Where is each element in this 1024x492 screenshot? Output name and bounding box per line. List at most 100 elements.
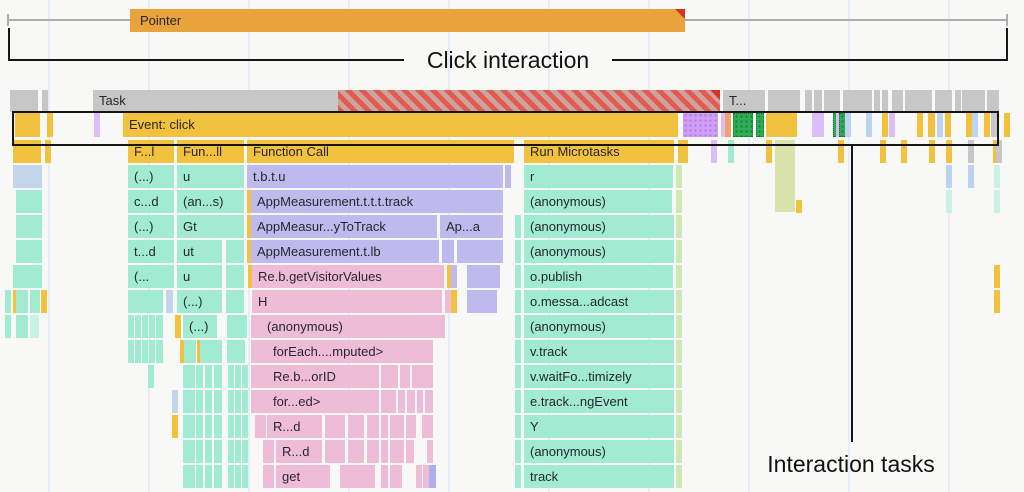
flame-bar[interactable]: [946, 190, 952, 213]
flame-bar[interactable]: [683, 113, 718, 137]
flame-bar-t-d[interactable]: t...d: [128, 240, 174, 263]
flame-bar[interactable]: [996, 140, 1002, 163]
flame-bar[interactable]: [196, 365, 203, 388]
flame-bar-for-ed[interactable]: for...ed>: [267, 390, 379, 413]
flame-bar-u[interactable]: u: [177, 165, 244, 188]
flame-bar-ap-a[interactable]: Ap...a: [440, 215, 503, 238]
flame-bar[interactable]: [676, 240, 682, 263]
flame-bar[interactable]: [251, 340, 257, 363]
flame-bar[interactable]: [917, 113, 923, 137]
flame-bar[interactable]: [196, 415, 203, 438]
flame-bar[interactable]: [348, 440, 364, 463]
flame-bar[interactable]: [766, 113, 797, 137]
flame-bar[interactable]: [721, 113, 727, 137]
flame-bar[interactable]: [676, 340, 682, 363]
flame-bar[interactable]: [425, 390, 433, 413]
flame-bar[interactable]: [406, 440, 414, 463]
flame-bar[interactable]: [205, 465, 212, 488]
flame-bar-re-b-orid[interactable]: Re.b...orID: [267, 365, 379, 388]
flame-bar[interactable]: [676, 390, 682, 413]
flame-bar-[interactable]: (...: [128, 265, 174, 288]
flame-bar-gt[interactable]: Gt: [177, 215, 244, 238]
flame-bar[interactable]: [255, 415, 261, 438]
flame-bar[interactable]: [381, 390, 396, 413]
flame-bar[interactable]: [676, 215, 682, 238]
flame-bar[interactable]: [172, 390, 178, 413]
flame-bar[interactable]: [505, 165, 511, 188]
flame-bar[interactable]: [189, 440, 195, 463]
flame-bar[interactable]: [381, 365, 398, 388]
flame-bar-[interactable]: (...): [177, 290, 222, 313]
flame-bar[interactable]: [325, 440, 345, 463]
flame-bar[interactable]: [228, 390, 234, 413]
flame-bar[interactable]: [733, 113, 753, 137]
flame-bar[interactable]: [183, 415, 189, 438]
flame-bar[interactable]: [515, 440, 521, 463]
flame-bar[interactable]: [42, 90, 48, 112]
flame-bar-task[interactable]: Task: [93, 90, 338, 112]
flame-bar[interactable]: [196, 465, 203, 488]
flame-bar[interactable]: [416, 465, 422, 488]
flame-bar[interactable]: [676, 165, 682, 188]
flame-bar[interactable]: [256, 315, 262, 338]
flame-bar[interactable]: [993, 90, 999, 112]
flame-bar[interactable]: [214, 465, 222, 488]
flame-bar[interactable]: [874, 90, 880, 112]
flame-bar-anonymous[interactable]: (anonymous): [524, 240, 674, 263]
flame-bar[interactable]: [256, 365, 262, 388]
flame-bar[interactable]: [889, 113, 895, 137]
flame-bar[interactable]: [880, 140, 886, 163]
flame-bar[interactable]: [16, 240, 42, 263]
flame-bar[interactable]: [400, 365, 410, 388]
flame-bar[interactable]: [676, 440, 682, 463]
flame-bar[interactable]: [676, 290, 682, 313]
flame-bar[interactable]: [261, 365, 267, 388]
flame-bar[interactable]: [1004, 113, 1010, 137]
flame-bar[interactable]: [935, 90, 952, 112]
flame-bar[interactable]: [448, 240, 454, 263]
flame-bar[interactable]: [390, 440, 404, 463]
flame-bar[interactable]: [905, 90, 932, 112]
flame-bar[interactable]: [968, 165, 974, 188]
flame-bar[interactable]: [768, 90, 800, 112]
flame-bar[interactable]: [390, 415, 404, 438]
flame-bar[interactable]: [214, 390, 222, 413]
flame-bar[interactable]: [248, 265, 254, 288]
flame-bar[interactable]: [946, 165, 952, 188]
flame-bar[interactable]: [242, 415, 248, 438]
flame-bar[interactable]: [429, 465, 436, 488]
flame-bar-h[interactable]: H: [252, 290, 442, 313]
flame-bar[interactable]: [987, 90, 993, 112]
flame-bar[interactable]: [381, 415, 388, 438]
flame-bar-e-track-ngevent[interactable]: e.track...ngEvent: [524, 390, 674, 413]
flame-bar[interactable]: [818, 113, 824, 137]
flame-bar[interactable]: [423, 465, 429, 488]
flame-bar[interactable]: [348, 415, 364, 438]
flame-bar[interactable]: [228, 440, 234, 463]
flame-bar[interactable]: [814, 90, 822, 112]
flame-bar[interactable]: [5, 315, 11, 338]
flame-bar[interactable]: [972, 113, 978, 137]
flame-bar[interactable]: [515, 415, 521, 438]
flame-bar[interactable]: [805, 90, 812, 112]
flame-bar[interactable]: [10, 90, 38, 112]
flame-bar[interactable]: [196, 440, 203, 463]
flame-bar[interactable]: [235, 365, 241, 388]
flame-bar[interactable]: [962, 90, 985, 112]
flame-bar[interactable]: [261, 340, 267, 363]
flame-bar[interactable]: [824, 90, 840, 112]
flame-bar-ut[interactable]: ut: [177, 240, 222, 263]
flame-bar-o-messa-adcast[interactable]: o.messa...adcast: [524, 290, 674, 313]
flame-bar-get[interactable]: get: [276, 465, 330, 488]
flame-bar[interactable]: [13, 265, 42, 288]
flame-bar[interactable]: [515, 365, 521, 388]
flame-bar[interactable]: [994, 165, 1000, 188]
flame-bar[interactable]: [184, 340, 196, 363]
flame-bar[interactable]: [945, 113, 951, 137]
flame-bar[interactable]: [381, 465, 388, 488]
flame-bar[interactable]: [214, 365, 222, 388]
flame-bar[interactable]: [242, 365, 248, 388]
flame-bar-re-b-getvisitorvalues[interactable]: Re.b.getVisitorValues: [252, 265, 444, 288]
flame-bar[interactable]: [180, 340, 186, 363]
flame-bar-an-s[interactable]: (an...s): [177, 190, 244, 213]
